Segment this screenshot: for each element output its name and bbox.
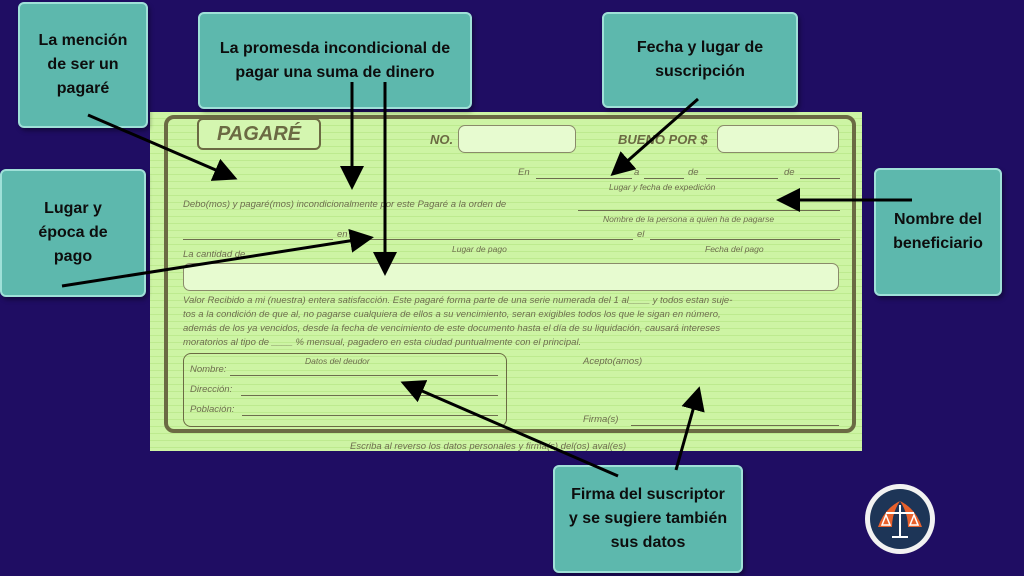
legal-line-3: además de los ya vencidos, desde la fech… <box>183 323 721 334</box>
callout-firma-text: Firma del suscriptor y se sugiere tambié… <box>568 486 728 551</box>
pagare-document: PAGARÉ NO. BUENO POR $ En a de de Lugar … <box>150 112 862 451</box>
lugar-pago-line <box>351 239 633 240</box>
en-label-2: en <box>337 229 348 240</box>
callout-fecha-text: Fecha y lugar de suscripción <box>636 39 764 80</box>
callout-beneficiario: Nombre del beneficiario <box>874 168 1002 296</box>
debo-text: Debo(mos) y pagaré(mos) incondicionalmen… <box>183 199 507 210</box>
scales-of-justice-icon <box>865 484 935 554</box>
fecha-pago-line <box>650 239 840 240</box>
callout-firma: Firma del suscriptor y se sugiere tambié… <box>553 465 743 573</box>
cantidad-field[interactable] <box>183 263 839 291</box>
lugar-fecha-expedicion-caption: Lugar y fecha de expedición <box>609 182 716 192</box>
callout-mencion: La mención de ser un pagaré <box>18 2 148 128</box>
dia-line <box>644 178 684 179</box>
de-label-1: de <box>688 167 699 178</box>
legal-line-2: tos a la condición de que al, no pagarse… <box>183 309 721 320</box>
bueno-por-field[interactable] <box>717 125 839 153</box>
de-label-2: de <box>784 167 795 178</box>
cantidad-label: La cantidad de <box>183 249 246 260</box>
no-field[interactable] <box>458 125 576 153</box>
poblacion-line <box>242 415 498 416</box>
nombre-line <box>230 375 498 376</box>
logo-graphic <box>878 501 922 538</box>
lugar-line <box>536 178 632 179</box>
callout-promesa: La promesda incondicional de pagar una s… <box>198 12 472 109</box>
fecha-pago-caption: Fecha del pago <box>705 244 764 254</box>
callout-mencion-text: La mención de ser un pagaré <box>38 32 128 97</box>
datos-deudor-label: Datos del deudor <box>305 356 370 366</box>
no-label: NO. <box>430 132 454 147</box>
a-label: a <box>634 167 640 178</box>
direccion-line <box>241 395 498 396</box>
callout-beneficiario-text: Nombre del beneficiario <box>893 211 983 252</box>
callout-lugar-text: Lugar y época de pago <box>38 200 108 265</box>
nombre-label: Nombre: <box>190 364 227 375</box>
pagare-title: PAGARÉ <box>197 118 321 150</box>
acepto-label: Acepto(amos) <box>583 356 643 367</box>
logo-inner <box>870 489 930 549</box>
direccion-label: Dirección: <box>190 384 233 395</box>
lugar-pago-caption: Lugar de pago <box>452 244 507 254</box>
callout-fecha: Fecha y lugar de suscripción <box>602 12 798 108</box>
nombre-persona-caption: Nombre de la persona a quien ha de pagar… <box>603 214 775 224</box>
firma-label: Firma(s) <box>583 414 619 425</box>
footer-text: Escriba al reverso los datos personales … <box>350 441 627 451</box>
firma-line <box>631 425 839 426</box>
en-label: En <box>518 167 530 178</box>
el-label: el <box>637 229 645 240</box>
callout-promesa-text: La promesda incondicional de pagar una s… <box>219 39 451 81</box>
anio-line <box>800 178 840 179</box>
poblacion-label: Población: <box>190 404 235 415</box>
blank-line-1 <box>183 239 333 240</box>
callout-lugar: Lugar y época de pago <box>0 169 146 297</box>
mes-line <box>706 178 778 179</box>
legal-line-1: Valor Recibido a mi (nuestra) entera sat… <box>183 295 733 306</box>
legal-line-4: moratorios al tipo de ____ % mensual, pa… <box>183 337 582 348</box>
bueno-por-label: BUENO POR $ <box>618 132 708 147</box>
beneficiario-line <box>578 210 840 211</box>
